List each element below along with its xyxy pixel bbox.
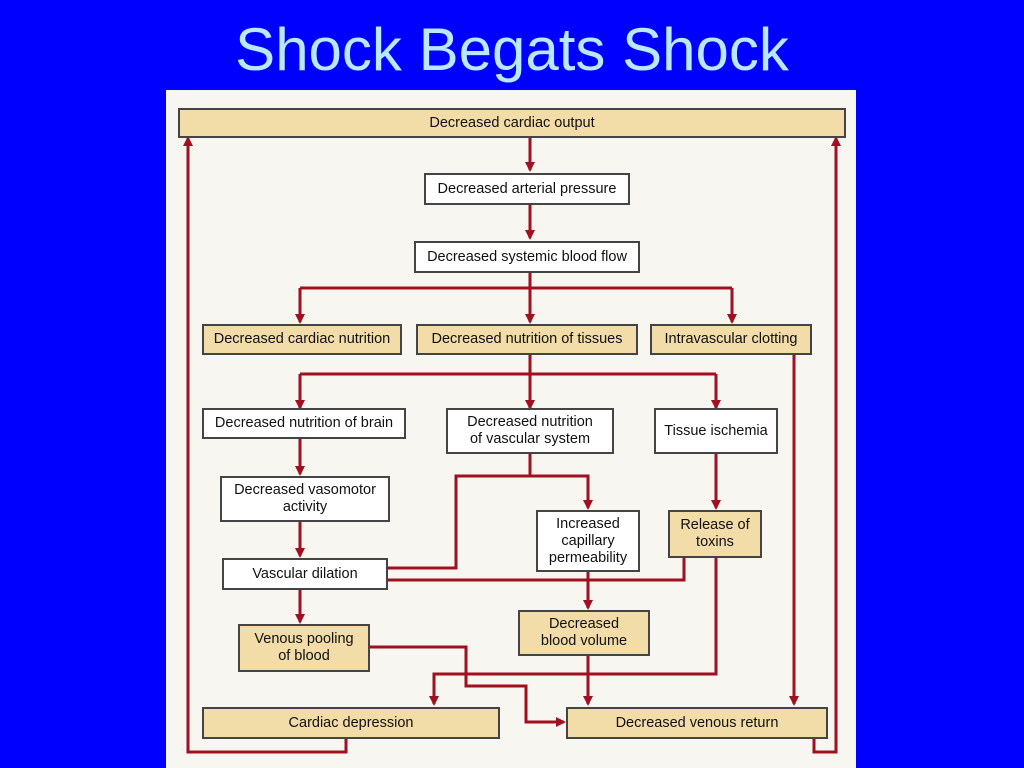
arrow-tissues-split [300, 354, 716, 376]
box-decreased-nutrition-of-vascular-system: Decreased nutrition of vascular system [446, 408, 614, 454]
box-increased-capillary-permeability: Increased capillary permeability [536, 510, 640, 572]
flow-arrows [183, 136, 841, 754]
arrow-vascular-to-permeability [528, 454, 593, 510]
arrow-to-cardiac-nutrition [300, 286, 732, 322]
box-release-of-toxins: Release of toxins [668, 510, 762, 558]
arrow-depression-feedback [183, 136, 348, 754]
box-intravascular-clotting: Intravascular clotting [650, 324, 812, 355]
arrow-toxins-to-dilation [376, 557, 686, 585]
box-tissue-ischemia: Tissue ischemia [654, 408, 778, 454]
box-decreased-cardiac-output: Decreased cardiac output [178, 108, 846, 138]
slide-title: Shock Begats Shock [235, 16, 789, 83]
box-decreased-nutrition-of-tissues: Decreased nutrition of tissues [416, 324, 638, 355]
box-decreased-vasomotor-activity: Decreased vasomotor activity [220, 476, 390, 522]
box-decreased-venous-return: Decreased venous return [566, 707, 828, 739]
arrow-vascular-to-dilation [372, 474, 530, 573]
box-decreased-cardiac-nutrition: Decreased cardiac nutrition [202, 324, 402, 355]
flowchart-panel: Decreased cardiac output Decreased arter… [166, 90, 856, 768]
box-decreased-blood-volume: Decreased blood volume [518, 610, 650, 656]
arrow-pooling-to-return [370, 645, 566, 727]
box-decreased-nutrition-of-brain: Decreased nutrition of brain [202, 408, 406, 439]
box-cardiac-depression: Cardiac depression [202, 707, 500, 739]
arrow-toxins-to-depression [429, 557, 718, 706]
box-decreased-systemic-blood-flow: Decreased systemic blood flow [414, 241, 640, 273]
box-vascular-dilation: Vascular dilation [222, 558, 388, 590]
arrow-return-feedback [812, 136, 841, 754]
box-venous-pooling-of-blood: Venous pooling of blood [238, 624, 370, 672]
box-decreased-arterial-pressure: Decreased arterial pressure [424, 173, 630, 205]
